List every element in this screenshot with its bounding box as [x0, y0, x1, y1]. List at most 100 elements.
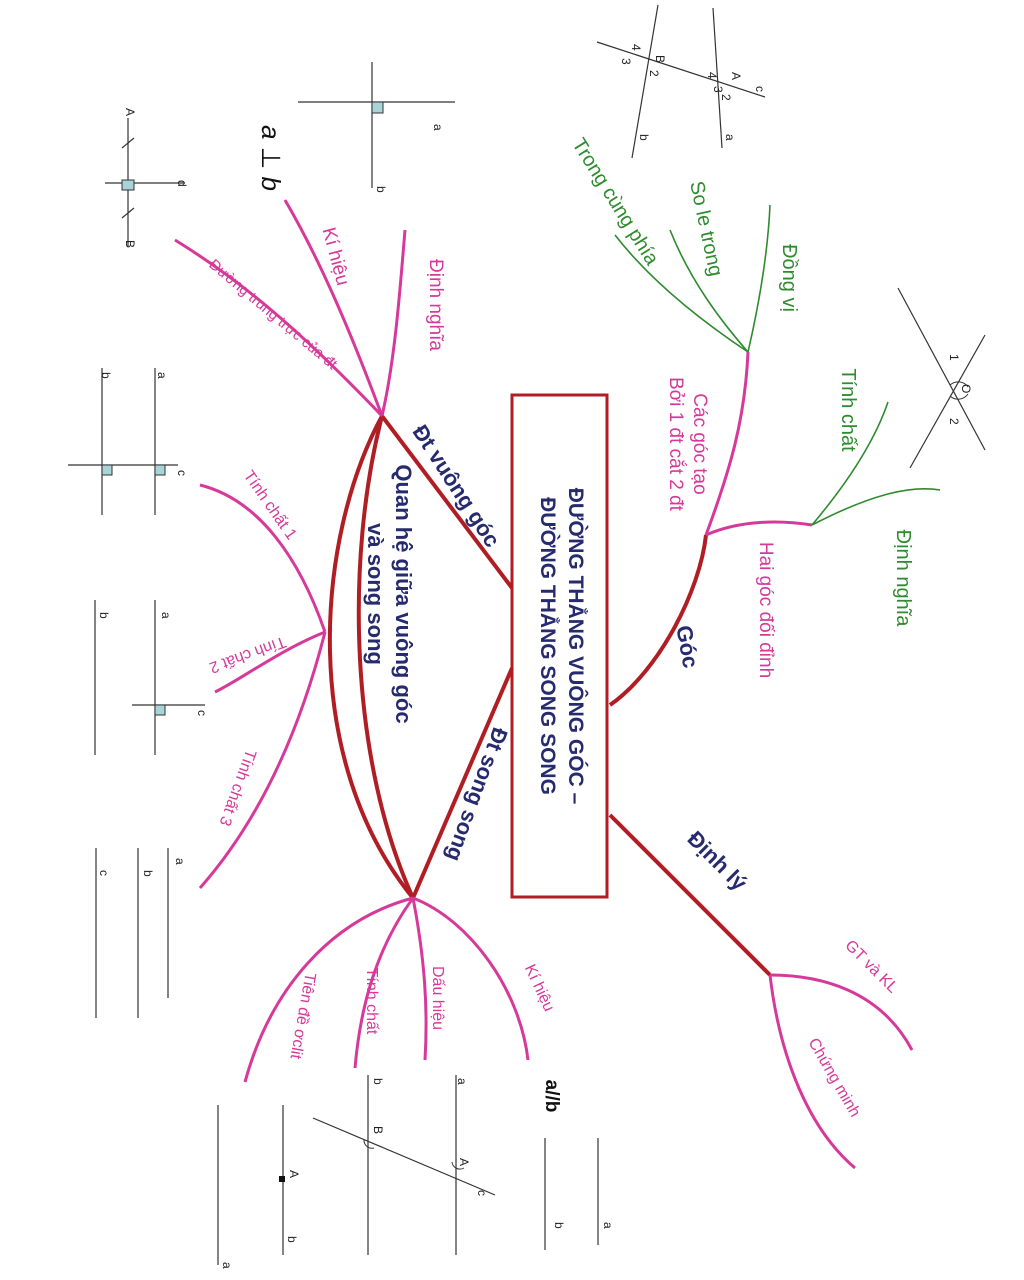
fig1-right-angle	[371, 101, 384, 114]
fig6-arc-a	[451, 1161, 465, 1170]
line-relation-1	[199, 483, 327, 633]
fig3-label-a: a	[155, 372, 169, 379]
line-relation-3	[198, 631, 327, 889]
fig10-line-1	[897, 287, 986, 451]
fig2-label-A: A	[123, 108, 137, 116]
branch-label-angle: Góc	[671, 623, 703, 669]
label-parallel-property: Tính chất	[363, 968, 380, 1035]
fig6-label-c: c	[475, 1190, 489, 1196]
line-angle-alternate	[669, 229, 749, 353]
green-branches	[614, 204, 941, 526]
fig6-label-B: B	[371, 1126, 385, 1134]
label-perp-bisector: Đường trung trực của đt	[206, 256, 341, 373]
fig5-label-b: b	[141, 870, 155, 877]
fig9-label-c: c	[753, 86, 767, 92]
fig5-label-a: a	[173, 858, 187, 865]
fig9-label-b: b	[637, 134, 651, 141]
parallel-symbol-label: a//b	[541, 1080, 562, 1113]
figure-lines	[68, 4, 986, 1265]
line-angle-definition	[811, 487, 941, 526]
label-angle-formed: Các góc tạo Bởi 1 đt cắt 2 đt	[665, 377, 710, 512]
fig9-label-3b: 3	[619, 58, 633, 65]
fig10-label-1: 1	[947, 354, 961, 361]
branch-line-parallel	[411, 667, 514, 899]
branch-line-theorem	[608, 813, 772, 977]
relation-line1: Quan hệ giữa vuông góc	[391, 464, 416, 723]
label-parallel-sign: Dấu hiệu	[429, 966, 446, 1030]
fig10-label-2: 2	[947, 418, 961, 425]
branch-label-theorem: Định lý	[683, 826, 753, 896]
line-angle-same-side	[614, 234, 749, 353]
fig10-arc-1	[949, 381, 969, 388]
fig2-tick-2	[121, 207, 135, 219]
line-parallel-property	[353, 897, 415, 1069]
label-perp-symbol: Kí hiệu	[318, 225, 354, 288]
fig9-line-b	[631, 4, 659, 159]
fig8-label-a: a	[220, 1262, 234, 1269]
line-parallel-symbol	[412, 896, 530, 1061]
pink-branches	[174, 199, 914, 1170]
line-parallel-euclid	[243, 896, 414, 1083]
center-title: ĐƯỜNG THẲNG VUÔNG GÓC – ĐƯỜNG THẲNG SONG…	[536, 488, 588, 805]
center-title-line2: ĐƯỜNG THẲNG SONG SONG	[536, 497, 560, 795]
fig3-label-b: b	[99, 372, 113, 379]
fig9-label-A: A	[729, 72, 743, 80]
line-relation-2	[214, 630, 326, 694]
fig6-label-a: a	[455, 1078, 469, 1085]
line-theorem-proof	[768, 974, 856, 1170]
fig1-label-b: b	[374, 186, 388, 193]
fig4-label-b: b	[97, 612, 111, 619]
branch-line-angle	[608, 534, 708, 707]
fig9-label-4b: 4	[629, 44, 643, 51]
fig9-label-3a: 3	[711, 86, 725, 93]
perp-symbol-label: a ⊥ b	[256, 125, 286, 191]
fig7-label-a: a	[601, 1222, 615, 1229]
fig3-right-angle-b	[101, 464, 113, 476]
fig9-line-a	[712, 7, 723, 149]
branch-label-perpendicular: Đt vuông góc	[408, 420, 506, 551]
fig2-right-angle	[121, 179, 135, 191]
fig1-label-a: a	[431, 124, 445, 131]
right-angle-markers	[101, 101, 384, 716]
fig9-label-2b: 2	[647, 70, 661, 77]
line-perp-symbol	[283, 199, 384, 417]
fig4-right-angle	[154, 704, 166, 716]
branch-label-relation: Quan hệ giữa vuông góc và song song	[363, 464, 416, 723]
fig4-label-a: a	[159, 612, 173, 619]
line-perp-definition	[380, 229, 407, 417]
line-angle-vertical	[705, 520, 813, 537]
label-theorem-gtkl: GT và KL	[841, 937, 901, 997]
line-angle-formed	[704, 351, 750, 536]
fig2-label-B: B	[123, 240, 137, 248]
fig6-transversal	[312, 1117, 496, 1196]
angle-arcs	[363, 381, 969, 1170]
fig2-tick-1	[121, 137, 135, 149]
label-angle-corresponding: Đồng vị	[778, 244, 800, 312]
line-theorem-gtkl	[769, 973, 914, 1051]
fig3-label-c: c	[175, 470, 189, 476]
fig4-label-c: c	[195, 710, 209, 716]
branch-line-relation-right	[356, 415, 415, 899]
label-angle-same-side: Trong cùng phía	[567, 135, 663, 270]
label-angle-formed-line2: Bởi 1 đt cắt 2 đt	[665, 377, 687, 512]
main-branches	[327, 414, 772, 977]
fig10-arc-2	[949, 393, 969, 400]
fig6-arc-b	[363, 1139, 375, 1149]
line-angle-corresponding	[747, 204, 771, 353]
fig10-line-2	[909, 334, 986, 469]
line-perp-bisector	[174, 238, 384, 418]
label-angle-alternate: So le trong	[685, 179, 727, 278]
fig9-transversal-c	[596, 41, 766, 98]
center-title-line1: ĐƯỜNG THẲNG VUÔNG GÓC –	[564, 488, 588, 805]
branch-line-perpendicular	[380, 414, 514, 590]
fig8-point-a	[279, 1176, 285, 1182]
line-angle-property	[811, 401, 889, 526]
label-parallel-symbol: Kí hiệu	[521, 962, 557, 1014]
line-parallel-sign	[411, 897, 428, 1061]
branch-line-relation-left	[327, 415, 415, 900]
label-angle-definition: Định nghĩa	[892, 530, 914, 628]
label-angle-formed-line1: Các góc tạo	[689, 393, 710, 494]
fig6-label-b: b	[371, 1078, 385, 1085]
label-relation-2: Tính chất 2	[207, 633, 288, 676]
